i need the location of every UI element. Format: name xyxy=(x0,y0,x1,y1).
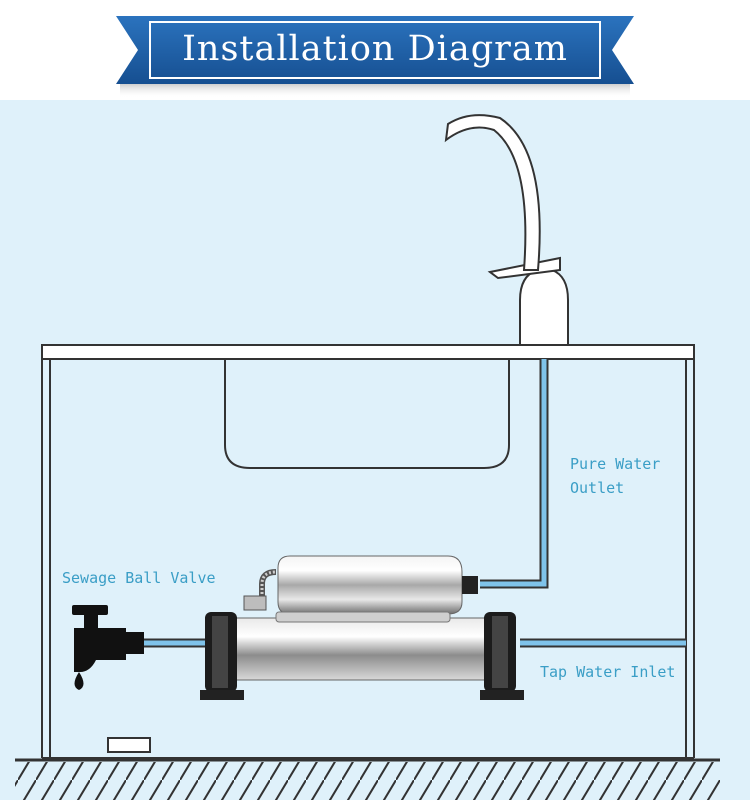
pure-water-outlet-label: Pure Water Outlet xyxy=(570,452,660,500)
pure-water-label-line1: Pure Water xyxy=(570,455,661,473)
sewage-valve-icon xyxy=(72,605,144,690)
sewage-ball-valve-label: Sewage Ball Valve xyxy=(62,569,216,587)
faucet-icon xyxy=(444,114,569,346)
banner-ribbon xyxy=(116,16,634,98)
pure-water-label-line2: Outlet xyxy=(570,479,625,497)
water-pipes xyxy=(140,359,686,648)
diagram-background xyxy=(0,100,750,800)
title-banner: Installation Diagram xyxy=(0,0,750,100)
upper-filter xyxy=(243,555,478,615)
main-filter xyxy=(200,611,524,700)
sink-basin xyxy=(224,359,510,469)
diagram-title: Installation Diagram xyxy=(182,29,568,69)
cabinet xyxy=(41,344,695,759)
floor xyxy=(15,758,720,800)
tap-water-inlet-label: Tap Water Inlet xyxy=(540,663,676,681)
